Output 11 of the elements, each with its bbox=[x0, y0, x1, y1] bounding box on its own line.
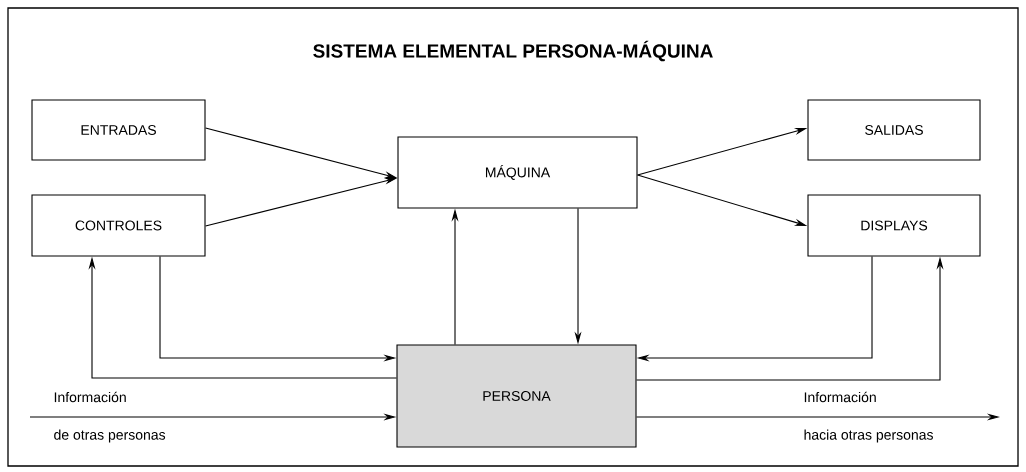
process-box: ENTRADAS bbox=[31, 99, 206, 161]
process-box: SALIDAS bbox=[807, 99, 981, 161]
flow-label: Información bbox=[804, 391, 876, 403]
flow-label: Información bbox=[54, 391, 126, 403]
process-box: CONTROLES bbox=[31, 194, 206, 257]
flow-label: hacia otras personas bbox=[804, 429, 933, 443]
title: SISTEMA ELEMENTAL PERSONA-MÁQUINA bbox=[313, 40, 713, 62]
person-box: PERSONA bbox=[396, 344, 637, 448]
process-box: MÁQUINA bbox=[397, 136, 638, 209]
process-box: DISPLAYS bbox=[807, 194, 981, 257]
flow-label: de otras personas bbox=[54, 429, 166, 443]
